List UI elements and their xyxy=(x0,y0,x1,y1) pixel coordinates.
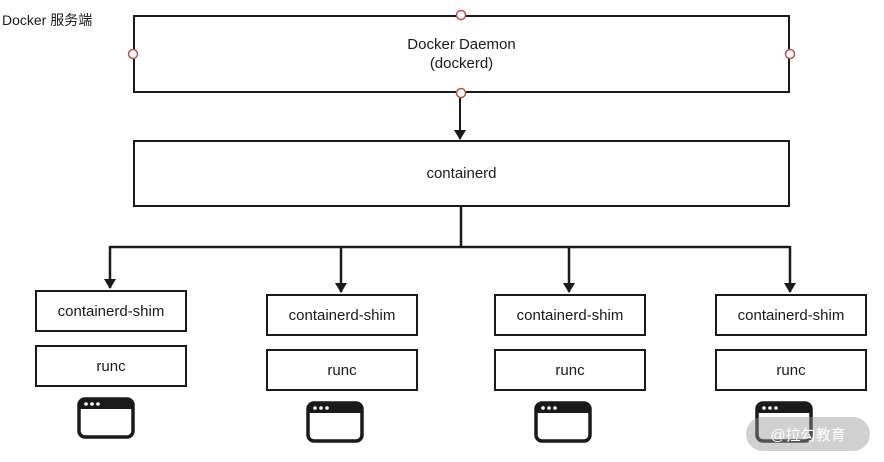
section-label: Docker 服务端 xyxy=(2,12,93,28)
containerd-shim-label: containerd-shim xyxy=(737,306,845,324)
runc-box[interactable]: runc xyxy=(715,349,867,391)
runc-label: runc xyxy=(327,361,357,379)
containerd-shim-label: containerd-shim xyxy=(57,302,165,320)
runc-label: runc xyxy=(555,361,585,379)
watermark: @拉勾教育 xyxy=(746,417,870,451)
containerd-shim-box[interactable]: containerd-shim xyxy=(715,294,867,336)
runc-box[interactable]: runc xyxy=(266,349,418,391)
containerd-box[interactable]: containerd xyxy=(133,140,790,207)
runc-box[interactable]: runc xyxy=(494,349,646,391)
containerd-shim-box[interactable]: containerd-shim xyxy=(494,294,646,336)
containerd-shim-label: containerd-shim xyxy=(516,306,624,324)
runc-label: runc xyxy=(776,361,806,379)
app-window-icon xyxy=(77,397,135,439)
app-window-icon xyxy=(534,401,592,443)
app-window-icon xyxy=(755,401,813,443)
docker-daemon-title: Docker Daemon xyxy=(407,36,516,53)
containerd-shim-label: containerd-shim xyxy=(288,306,396,324)
runc-box[interactable]: runc xyxy=(35,345,187,387)
containerd-shim-box[interactable]: containerd-shim xyxy=(266,294,418,336)
docker-daemon-subtitle: (dockerd) xyxy=(429,55,494,72)
containerd-shim-box[interactable]: containerd-shim xyxy=(35,290,187,332)
app-window-icon xyxy=(306,401,364,443)
containerd-label: containerd xyxy=(426,165,497,182)
docker-daemon-box[interactable]: Docker Daemon (dockerd) xyxy=(133,15,790,93)
runc-label: runc xyxy=(96,357,126,375)
